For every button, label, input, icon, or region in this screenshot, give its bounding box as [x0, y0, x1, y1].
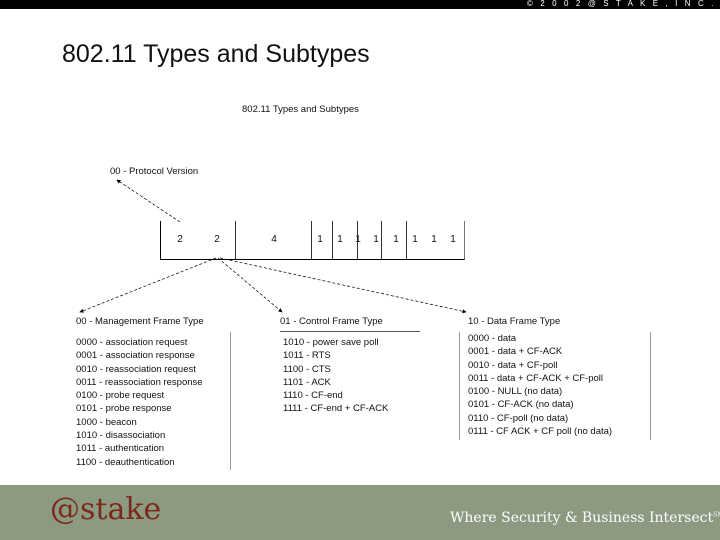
stake-logo: @stake [50, 492, 162, 527]
data-frame-heading: 10 - Data Frame Type [468, 316, 561, 327]
list-item: 1100 - CTS [283, 363, 331, 375]
field-subtype: 4 [271, 234, 277, 245]
frame-control-field-box [160, 221, 465, 260]
list-item: 0011 - reassociation response [76, 376, 203, 388]
list-item: 0100 - probe request [76, 390, 165, 402]
footer-tagline: Where Security & Business IntersectSM [450, 510, 720, 526]
data-column-rule [650, 332, 651, 440]
control-column-rule [459, 332, 460, 440]
connector-arrows [79, 179, 467, 314]
tagline-text: Where Security & Business Intersect [450, 510, 714, 526]
list-item: 1010 - disassociation [76, 430, 166, 442]
list-item: 0001 - association response [76, 350, 195, 362]
frame-control-diagram: 802.11 Types and Subtypes 00 - Protocol … [76, 104, 651, 470]
list-item: 0011 - data + CF-ACK + CF-poll [468, 372, 603, 384]
data-subtype-list: 0000 - data 0001 - data + CF-ACK 0010 - … [468, 332, 612, 438]
page-title: 802.11 Types and Subtypes [62, 40, 370, 68]
protocol-version-label: 00 - Protocol Version [110, 166, 199, 177]
copyright-text: © 2 0 0 2 @ S T A K E , I N C . [526, 0, 716, 8]
field-wep: 1 [431, 234, 437, 245]
list-item: 1100 - deauthentication [76, 456, 175, 468]
list-item: 1011 - authentication [76, 443, 165, 455]
list-item: 1000 - beacon [76, 416, 137, 428]
list-item: 0000 - association request [76, 337, 188, 348]
list-item: 0100 - NULL (no data) [468, 386, 563, 398]
list-item: 1101 - ACK [283, 376, 331, 388]
control-heading-rule [280, 331, 420, 332]
list-item: 1011 - RTS [283, 350, 331, 362]
diagram-title: 802.11 Types and Subtypes [242, 104, 359, 115]
field-pwr-mgt: 1 [393, 234, 399, 245]
list-item: 0101 - CF-ACK (no data) [468, 399, 574, 411]
field-protocol-version: 2 [177, 234, 183, 245]
field-retry: 1 [373, 234, 379, 245]
list-item: 0010 - reassociation request [76, 363, 196, 375]
field-order: 1 [450, 234, 456, 245]
field-more-frag: 1 [355, 234, 361, 245]
control-frame-heading: 01 - Control Frame Type [280, 316, 383, 327]
management-subtype-list: 0000 - association request 0001 - associ… [76, 336, 203, 469]
list-item: 0010 - data + CF-poll [468, 359, 558, 371]
field-type: 2 [214, 234, 220, 245]
management-frame-heading: 00 - Management Frame Type [76, 316, 204, 327]
list-item: 1010 - power save poll [283, 337, 379, 348]
field-from-ds: 1 [337, 234, 343, 245]
list-item: 0111 - CF ACK + CF poll (no data) [468, 426, 613, 438]
list-item: 0000 - data [468, 333, 517, 344]
list-item: 0101 - probe response [76, 403, 172, 415]
list-item: 1110 - CF-end [283, 390, 343, 402]
list-item: 0110 - CF-poll (no data) [468, 412, 569, 424]
management-column-rule [230, 332, 231, 470]
service-mark: SM [713, 511, 720, 519]
list-item: 0001 - data + CF-ACK [468, 346, 563, 358]
footer-bar [0, 485, 720, 540]
field-more-data: 1 [412, 234, 418, 245]
list-item: 1111 - CF-end + CF-ACK [283, 403, 389, 415]
top-bar: © 2 0 0 2 @ S T A K E , I N C . [0, 0, 720, 9]
field-to-ds: 1 [317, 234, 323, 245]
control-subtype-list: 1010 - power save poll 1011 - RTS 1100 -… [283, 336, 388, 416]
